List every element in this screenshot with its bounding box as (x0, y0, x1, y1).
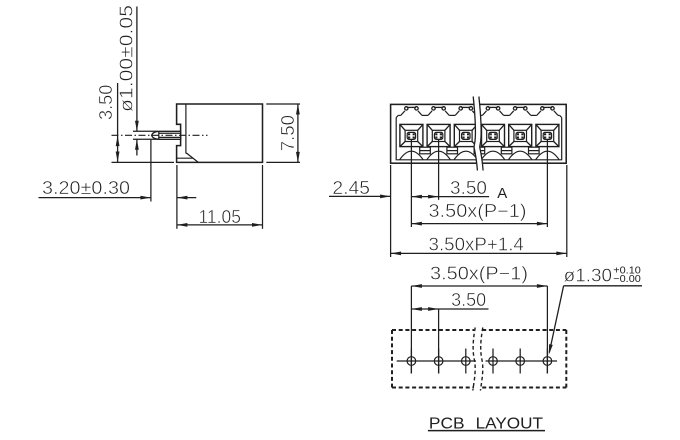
svg-text:+0.10: +0.10 (613, 265, 641, 276)
svg-text:LAYOUT: LAYOUT (476, 416, 544, 433)
svg-text:2.45: 2.45 (332, 178, 370, 198)
svg-text:3.50: 3.50 (450, 178, 487, 198)
svg-text:PCB: PCB (429, 416, 465, 433)
svg-text:ø1.00±0.05: ø1.00±0.05 (117, 5, 137, 112)
svg-text:A: A (497, 185, 507, 202)
svg-text:3.50: 3.50 (451, 290, 486, 310)
svg-text:ø1.30: ø1.30 (564, 266, 612, 286)
svg-text:3.20±0.30: 3.20±0.30 (42, 178, 130, 198)
svg-text:3.50xP+1.4: 3.50xP+1.4 (429, 235, 524, 255)
svg-text:−0.00: −0.00 (613, 274, 641, 285)
svg-text:11.05: 11.05 (198, 207, 241, 227)
svg-text:3.50x(P−1): 3.50x(P−1) (430, 264, 528, 284)
svg-text:3.50: 3.50 (96, 85, 116, 120)
svg-text:7.50: 7.50 (278, 115, 298, 151)
svg-text:3.50x(P−1): 3.50x(P−1) (429, 201, 527, 221)
